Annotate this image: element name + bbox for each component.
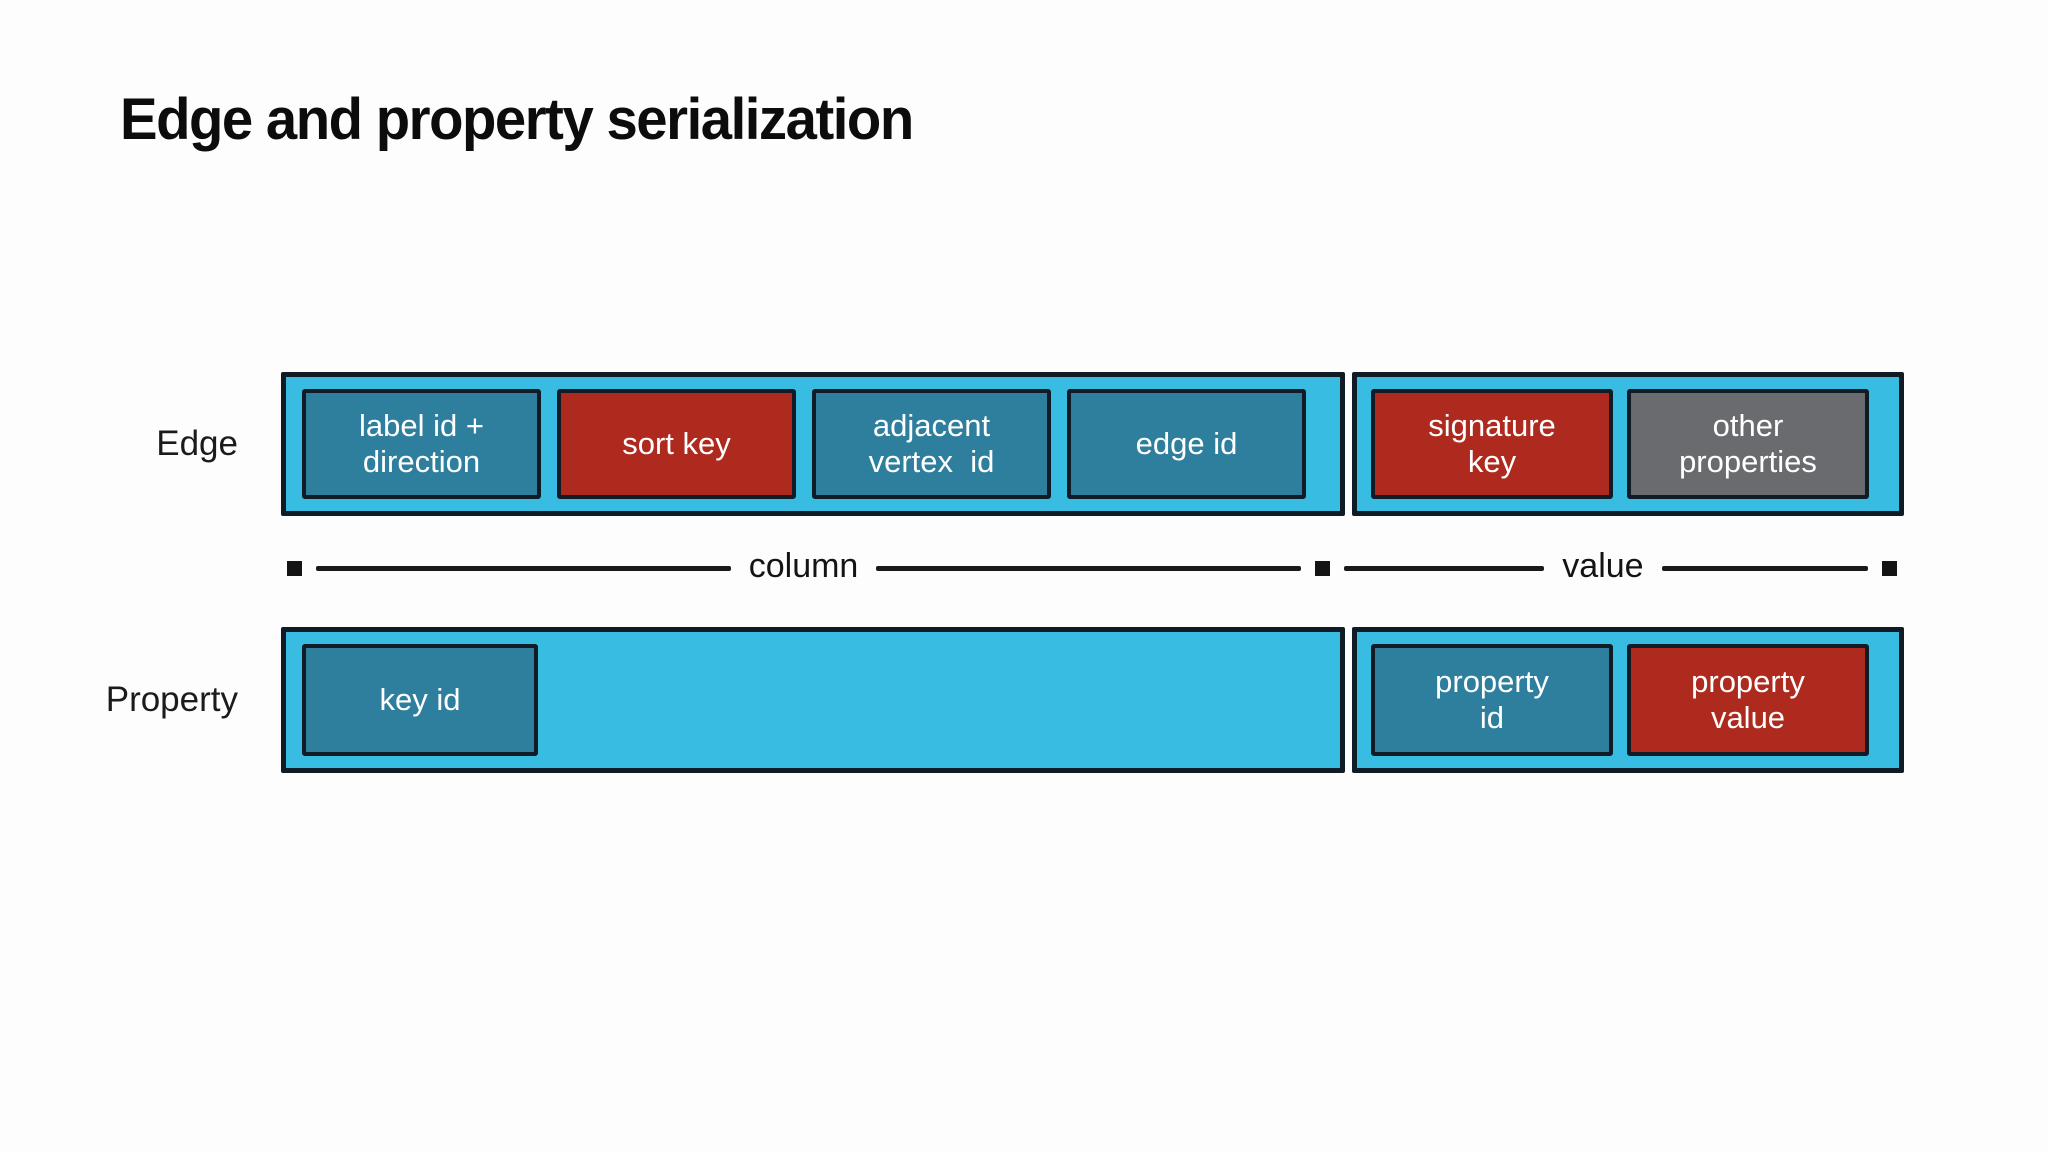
edge-cell-edge-id: edge id [1067,389,1306,499]
ruler-line-segment [876,565,1301,571]
property-cell-property-value: property value [1627,644,1869,756]
ruler-middle-marker [1314,560,1330,576]
ruler-end-marker [1881,560,1897,576]
ruler-line-segment [1343,565,1545,571]
property-cell-key-id: key id [302,644,538,756]
property-column-container: key id [281,627,1345,773]
ruler-start-marker [287,560,302,576]
column-span-label: column [748,546,859,585]
ruler-line-segment [1661,565,1868,571]
property-value-container: property id property value [1352,627,1904,773]
edge-column-container: label id + direction sort key adjacent v… [281,372,1345,516]
edge-cell-signature-key: signature key [1371,389,1613,499]
property-row-label: Property [105,680,238,719]
value-span-label: value [1562,546,1644,585]
page-title: Edge and property serialization [120,87,914,152]
property-cell-property-id: property id [1371,644,1613,756]
edge-row-label: Edge [156,424,238,463]
column-value-ruler: column value [287,546,1897,586]
edge-cell-other-properties: other properties [1627,389,1869,499]
ruler-line-segment [316,565,731,571]
edge-cell-sort-key: sort key [557,389,796,499]
edge-value-container: signature key other properties [1352,372,1904,516]
edge-cell-adjacent-vertex-id: adjacent vertex id [812,389,1051,499]
edge-cell-label-id-direction: label id + direction [302,389,541,499]
